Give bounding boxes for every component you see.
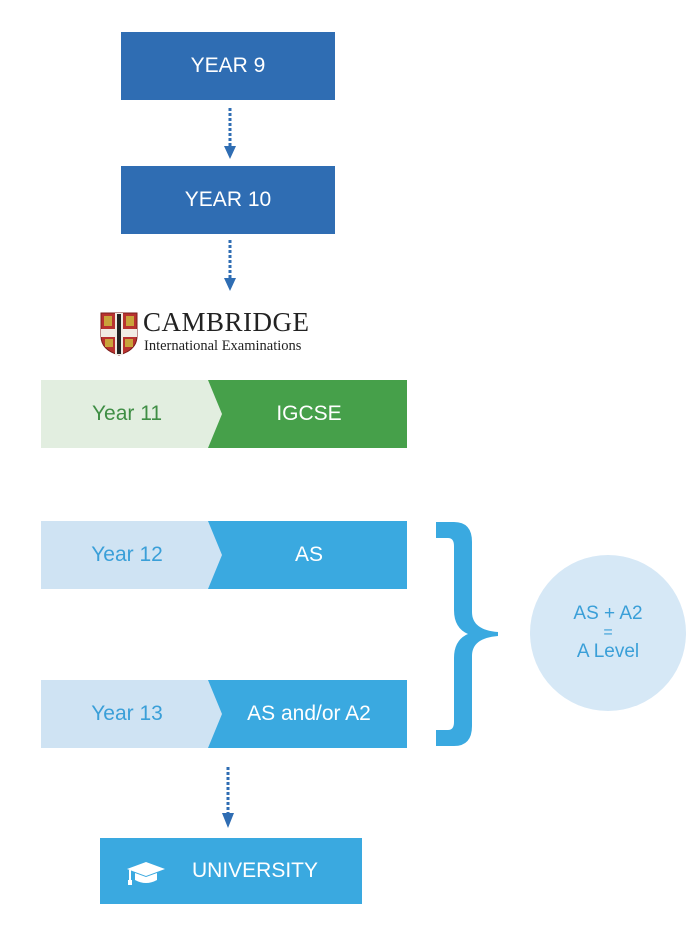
row-right-chevron xyxy=(208,521,407,589)
logo-title: CAMBRIDGE xyxy=(143,307,310,337)
dotted-arrow-down-icon xyxy=(222,240,238,292)
logo-subtitle: International Examinations xyxy=(144,338,302,354)
a-level-result-circle: AS + A2 = A Level xyxy=(530,555,686,711)
igcse-label: IGCSE xyxy=(276,402,342,425)
row-year-11: Year 11 IGCSE xyxy=(41,380,407,448)
row-right-chevron xyxy=(208,680,407,748)
year-13-label: Year 13 xyxy=(91,702,163,725)
year-9-box: YEAR 9 xyxy=(121,32,335,100)
result-line-1: AS + A2 xyxy=(573,603,643,624)
university-label: UNIVERSITY xyxy=(192,859,319,882)
dotted-arrow-down-icon xyxy=(222,108,238,160)
graduation-cap-icon xyxy=(127,862,165,885)
year-9-label: YEAR 9 xyxy=(190,54,266,77)
year-10-label: YEAR 10 xyxy=(184,188,272,211)
crest-shield-icon xyxy=(100,312,138,356)
year-11-label: Year 11 xyxy=(91,402,163,425)
year-10-box: YEAR 10 xyxy=(121,166,335,234)
row-right-chevron xyxy=(208,380,407,448)
university-box: UNIVERSITY xyxy=(100,838,362,904)
cambridge-logo: CAMBRIDGE International Examinations xyxy=(100,307,330,357)
result-equals: = xyxy=(603,624,613,641)
result-line-3: A Level xyxy=(576,641,640,662)
curly-brace-icon xyxy=(436,522,498,746)
row-year-12: Year 12 AS xyxy=(41,521,407,589)
dotted-arrow-down-icon xyxy=(220,767,236,829)
as-a2-label: AS and/or A2 xyxy=(247,702,371,725)
as-label: AS xyxy=(294,543,323,566)
year-12-label: Year 12 xyxy=(91,543,163,566)
row-year-13: Year 13 AS and/or A2 xyxy=(41,680,407,748)
